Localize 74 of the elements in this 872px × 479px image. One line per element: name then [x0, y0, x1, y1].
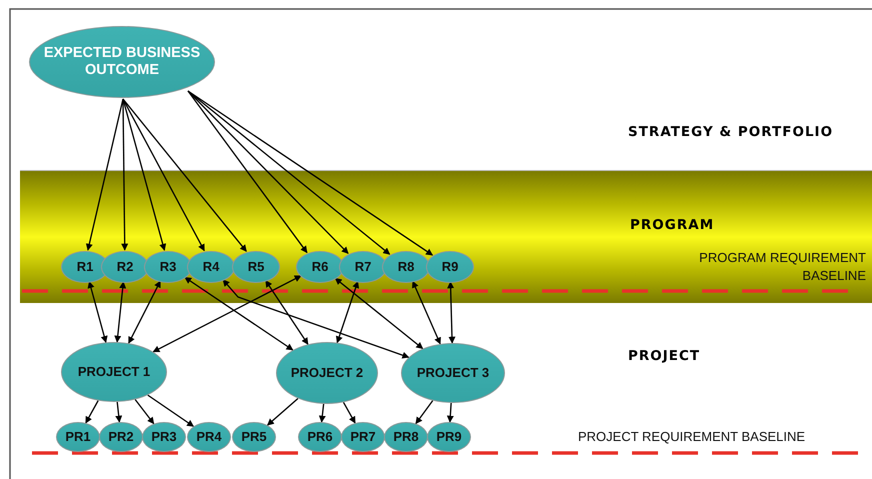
program-band: [20, 170, 872, 303]
requirement-ellipse: [101, 251, 149, 283]
arrow: [412, 280, 441, 345]
arrow: [415, 400, 434, 424]
requirement-ellipse: [382, 251, 430, 283]
section-heading: PROJECT: [628, 348, 700, 364]
requirement-ellipse: [296, 251, 344, 283]
arrow: [447, 281, 456, 344]
arrow: [152, 275, 302, 352]
node-label: PR7: [350, 430, 376, 444]
arrow: [134, 399, 154, 424]
section-heading: STRATEGY & PORTFOLIO: [628, 124, 834, 140]
arrow: [342, 402, 356, 424]
requirement-ellipse: [187, 251, 235, 283]
project-requirement-ellipse: [298, 422, 342, 452]
node-label: R3: [160, 260, 176, 274]
node-label: R8: [398, 260, 414, 274]
requirement-ellipse: [144, 251, 192, 283]
node-label: R7: [354, 260, 372, 274]
arrow: [188, 90, 349, 254]
project-requirement-ellipse: [56, 422, 100, 452]
node-label: R6: [312, 260, 328, 274]
node-label: PROJECT 3: [416, 366, 490, 380]
arrow: [85, 400, 99, 424]
arrow: [147, 394, 194, 427]
arrow: [188, 90, 390, 255]
node-label: PR6: [307, 430, 333, 444]
arrow: [265, 280, 308, 345]
project-requirement-ellipse: [427, 422, 471, 452]
requirement-ellipse: [339, 251, 387, 283]
arrow: [187, 90, 308, 254]
arrow: [188, 90, 434, 256]
arrow: [334, 278, 424, 350]
arrow: [446, 402, 454, 423]
node-label: PR8: [393, 430, 419, 444]
requirement-ellipse: [426, 251, 474, 283]
requirement-ellipse: [232, 251, 280, 283]
node-label: R5: [248, 260, 264, 274]
project-requirement-ellipse: [99, 422, 143, 452]
arrow: [318, 404, 326, 423]
node-label: PR1: [65, 430, 91, 444]
arrow: [122, 98, 166, 251]
arrow: [122, 98, 247, 252]
arrow: [88, 281, 108, 344]
project-requirement-ellipse: [341, 422, 385, 452]
project-requirement-ellipse: [232, 422, 276, 452]
node-label: PR9: [436, 430, 462, 444]
arrow: [222, 279, 410, 359]
project-requirement-ellipse: [142, 422, 186, 452]
arrow: [336, 280, 360, 344]
node-label: PR4: [196, 430, 222, 444]
node-label: PROJECT 2: [290, 366, 364, 380]
node-label: PR5: [241, 430, 267, 444]
arrow: [121, 99, 128, 251]
project-requirement-ellipse: [384, 422, 428, 452]
arrow: [184, 276, 294, 351]
node-label: R1: [76, 260, 94, 274]
node-label: R2: [116, 260, 134, 274]
arrow: [115, 402, 122, 423]
node-label: EXPECTED BUSINESS OUTCOME: [42, 45, 202, 79]
arrow: [86, 98, 124, 251]
project-requirement-ellipse: [187, 422, 231, 452]
arrow: [266, 398, 298, 426]
baseline-label: PROJECT REQUIREMENT BASELINE: [578, 429, 806, 444]
node-label: R4: [202, 260, 220, 274]
arrow: [128, 280, 161, 344]
baseline-label: PROGRAM REQUIREMENT BASELINE: [698, 249, 866, 285]
node-label: PR2: [108, 430, 134, 444]
arrow: [114, 281, 126, 343]
node-label: PR3: [151, 430, 177, 444]
node-label: PROJECT 1: [78, 364, 150, 380]
arrow: [122, 98, 205, 252]
section-heading: PROGRAM: [630, 217, 714, 233]
node-label: R9: [442, 260, 458, 274]
